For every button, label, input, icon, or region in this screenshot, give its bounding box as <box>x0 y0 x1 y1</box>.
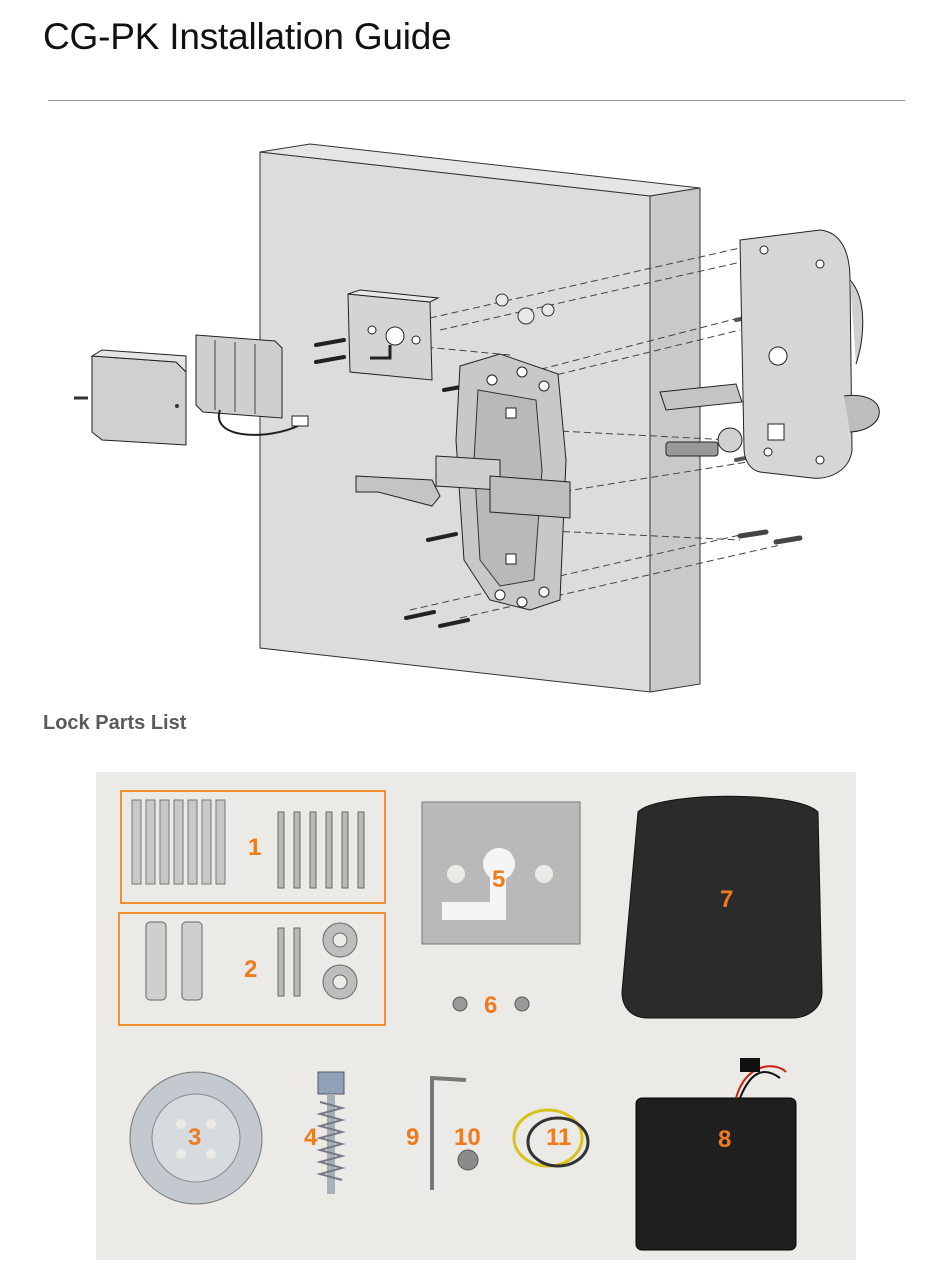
part-number-11: 11 <box>546 1124 572 1151</box>
part-number-2: 2 <box>244 956 258 983</box>
title-divider <box>48 100 905 101</box>
installation-diagram <box>74 143 880 693</box>
parts-photo-illustration <box>129 795 823 1251</box>
part-number-1: 1 <box>248 834 262 861</box>
part-number-6: 6 <box>484 992 498 1019</box>
mounting-plate-part <box>347 289 440 381</box>
spacer-posts <box>131 799 226 885</box>
inner-handle-part <box>355 475 441 507</box>
long-screws <box>277 811 365 889</box>
page-title: CG-PK Installation Guide <box>43 16 452 57</box>
battery-pack <box>635 1058 797 1251</box>
washers <box>322 922 358 1000</box>
part-number-7: 7 <box>720 886 734 913</box>
battery-cover-part <box>74 349 187 446</box>
spring-spindle <box>316 1071 346 1194</box>
small-nuts <box>452 996 530 1012</box>
rose-plate <box>129 1071 263 1205</box>
parts-list-heading: Lock Parts List <box>43 712 187 734</box>
part-number-4: 4 <box>304 1124 318 1151</box>
outer-bolts <box>737 529 803 545</box>
small-ball <box>457 1149 479 1171</box>
parts-photo: 1 2 3 4 5 6 7 8 9 10 11 <box>96 772 856 1260</box>
battery-holder-part <box>195 334 309 436</box>
hex-key <box>430 1075 467 1190</box>
part-number-10: 10 <box>454 1124 481 1151</box>
part-group-2-box <box>118 912 386 1026</box>
short-screws <box>277 927 301 997</box>
part-number-8: 8 <box>718 1126 732 1153</box>
battery-cover <box>621 795 823 1019</box>
door-holes <box>495 293 555 325</box>
spring-part <box>665 427 743 457</box>
sleeve-nuts <box>145 921 203 1001</box>
part-group-1-box <box>120 790 386 904</box>
mounting-plate <box>421 801 581 945</box>
outer-lock-body-part <box>659 229 880 479</box>
cable-loop <box>512 1108 590 1168</box>
part-number-5: 5 <box>492 866 506 893</box>
part-number-9: 9 <box>406 1124 420 1151</box>
part-number-3: 3 <box>188 1124 202 1151</box>
inner-chassis-part <box>435 353 571 611</box>
